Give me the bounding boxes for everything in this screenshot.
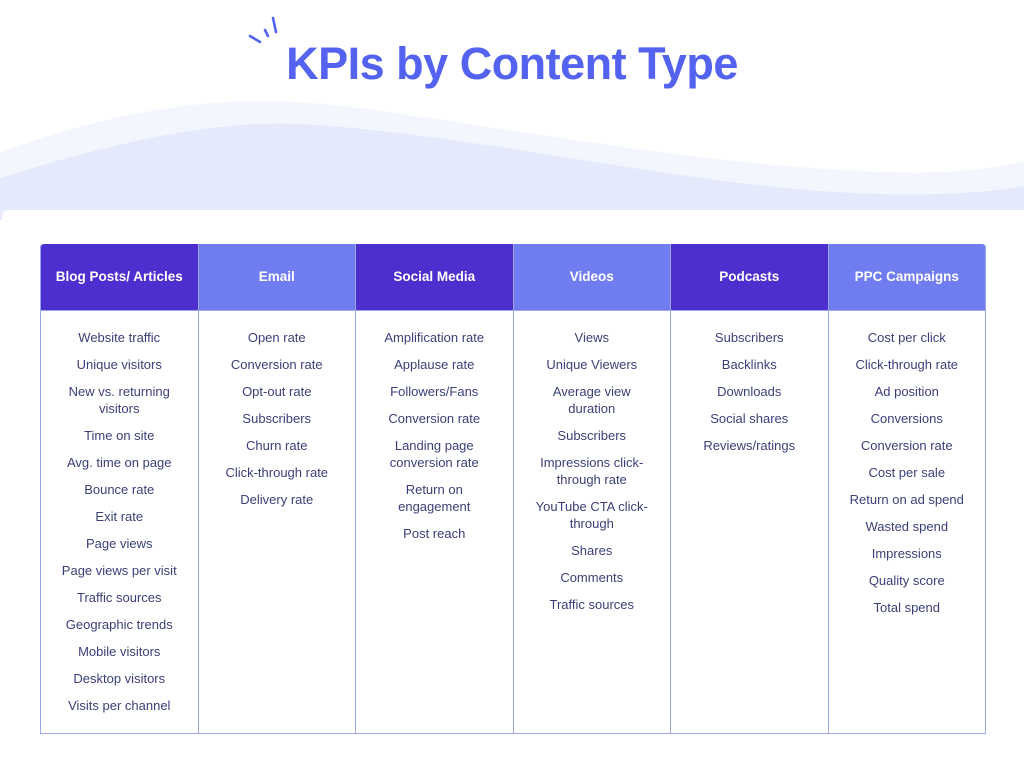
- kpi-item: Social shares: [710, 411, 789, 426]
- kpi-item: Churn rate: [246, 438, 308, 453]
- kpi-item: Followers/Fans: [390, 384, 479, 399]
- column-header: Videos: [513, 244, 670, 311]
- kpi-item: Opt-out rate: [242, 384, 312, 399]
- kpi-item: Time on site: [84, 428, 155, 443]
- sparkle-icon: [248, 16, 278, 44]
- kpi-item: Applause rate: [394, 357, 475, 372]
- kpi-item: Unique visitors: [76, 357, 162, 372]
- kpi-item: Subscribers: [557, 428, 627, 443]
- page-title: KPIs by Content Type: [286, 38, 738, 89]
- column-header: PPC Campaigns: [828, 244, 985, 311]
- kpi-item: Backlinks: [721, 357, 777, 372]
- kpi-item: Conversions: [870, 411, 943, 426]
- kpi-item: Ad position: [874, 384, 939, 399]
- kpi-item: Shares: [571, 543, 613, 558]
- kpi-item: Cost per click: [867, 330, 946, 345]
- kpi-item: Open rate: [247, 330, 306, 345]
- column-header: Social Media: [356, 244, 513, 311]
- header: KPIs by Content Type: [0, 0, 1024, 100]
- kpi-item: Conversion rate: [388, 411, 481, 426]
- kpi-item: Post reach: [403, 526, 466, 541]
- kpi-item: Average view duration: [552, 384, 631, 416]
- kpi-item: Downloads: [717, 384, 782, 399]
- kpi-item: Website traffic: [78, 330, 161, 345]
- kpi-item: Subscribers: [242, 411, 312, 426]
- kpi-item: Cost per sale: [868, 465, 946, 480]
- kpi-item: Return on engagement: [398, 482, 471, 514]
- kpi-item: New vs. returning visitors: [68, 384, 170, 416]
- kpi-item: Page views: [86, 536, 153, 551]
- kpi-item: Desktop visitors: [73, 671, 166, 686]
- kpi-item: Traffic sources: [549, 597, 635, 612]
- column-header: Blog Posts/ Articles: [41, 244, 198, 311]
- kpi-item: Impressions: [871, 546, 942, 561]
- kpi-item: Landing page conversion rate: [389, 438, 479, 470]
- kpi-item: Bounce rate: [84, 482, 155, 497]
- kpi-item: Impressions click-through rate: [540, 455, 644, 487]
- kpi-item: Conversion rate: [860, 438, 953, 453]
- kpi-item: Total spend: [873, 600, 941, 615]
- kpi-item: Exit rate: [95, 509, 144, 524]
- kpi-item: Delivery rate: [240, 492, 314, 507]
- column-header: Email: [198, 244, 355, 311]
- kpi-item: YouTube CTA click-through: [535, 499, 648, 531]
- kpi-item: Page views per visit: [61, 563, 177, 578]
- kpi-item: Click-through rate: [855, 357, 959, 372]
- kpi-item: Return on ad spend: [849, 492, 964, 507]
- background-wave: [0, 101, 1024, 220]
- kpi-item: Subscribers: [714, 330, 784, 345]
- kpi-item: Geographic trends: [65, 617, 173, 632]
- kpi-item: Traffic sources: [76, 590, 162, 605]
- kpi-item: Conversion rate: [230, 357, 323, 372]
- kpi-item: Reviews/ratings: [703, 438, 796, 453]
- kpi-item: Avg. time on page: [66, 455, 172, 470]
- kpi-item: Views: [574, 330, 609, 345]
- kpi-item: Quality score: [868, 573, 945, 588]
- column-header: Podcasts: [671, 244, 828, 311]
- kpi-item: Amplification rate: [384, 330, 485, 345]
- kpi-item: Mobile visitors: [78, 644, 161, 659]
- kpi-item: Comments: [560, 570, 624, 585]
- kpi-item: Unique Viewers: [546, 357, 638, 372]
- kpi-item: Wasted spend: [865, 519, 949, 534]
- kpi-item: Visits per channel: [68, 698, 171, 713]
- kpi-item: Click-through rate: [225, 465, 329, 480]
